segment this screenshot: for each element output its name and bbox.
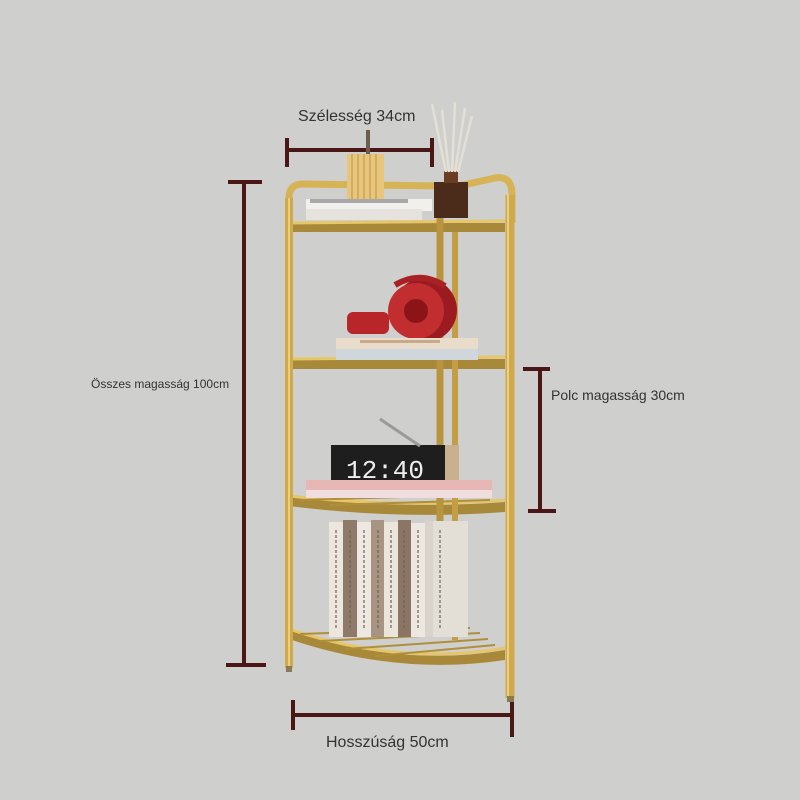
total-height-label: Összes magasság 100cm <box>91 377 230 391</box>
shelf-height-measure-line <box>523 367 556 513</box>
middle-books <box>336 338 478 360</box>
headphones <box>347 274 457 342</box>
pen-holder <box>347 130 384 199</box>
top-rail <box>285 180 441 223</box>
shelf-height-label: Polc magasság 30cm <box>551 387 685 403</box>
bottom-books <box>329 520 468 637</box>
pink-books <box>306 480 492 498</box>
diffuser <box>430 101 474 218</box>
total-height-measure-line <box>226 180 266 667</box>
top-books <box>306 199 432 220</box>
width-measure-line <box>285 138 434 167</box>
length-label: Hosszúság 50cm <box>326 734 449 751</box>
length-measure-line <box>291 700 514 737</box>
width-label: Szélesség 34cm <box>298 108 416 125</box>
